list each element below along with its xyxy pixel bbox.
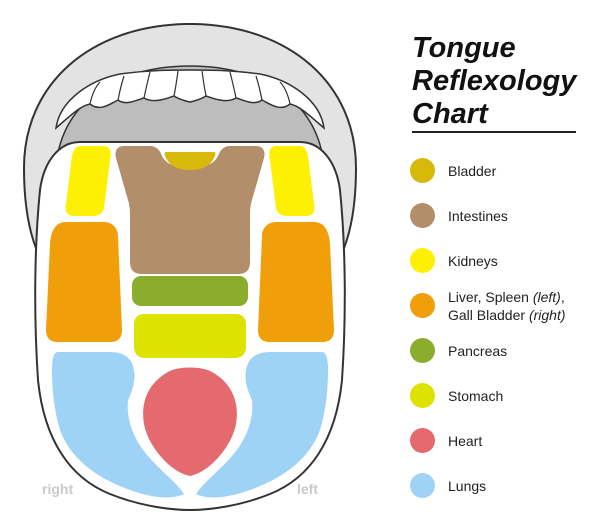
label-right-side: right bbox=[42, 481, 73, 497]
zone-kidney-left bbox=[269, 146, 315, 216]
chart-title: Tongue Reflexology Chart bbox=[412, 32, 582, 131]
chart-title-line2: Reflexology bbox=[412, 65, 577, 97]
legend-item-intestines: Intestines bbox=[410, 195, 600, 235]
zone-kidney-right bbox=[65, 146, 111, 216]
legend-label-heart: Heart bbox=[448, 433, 483, 449]
legend-label-liver-b: (left) bbox=[532, 289, 561, 305]
zone-liver-spleen-left bbox=[258, 222, 334, 342]
legend-label-intestines: Intestines bbox=[448, 208, 508, 224]
legend-swatch-bladder bbox=[410, 158, 435, 183]
zone-bladder bbox=[164, 152, 216, 170]
legend-label-liver-c: , bbox=[560, 289, 565, 305]
legend-swatch-pancreas bbox=[410, 338, 435, 363]
legend-swatch-intestines bbox=[410, 203, 435, 228]
legend-item-bladder: Bladder bbox=[410, 150, 600, 190]
legend-swatch-liver bbox=[410, 293, 435, 318]
chart-title-line3: Chart bbox=[412, 98, 488, 130]
legend-item-liver-spleen-gall-bladder: Liver, Spleen (left), Gall Bladder (righ… bbox=[410, 285, 600, 325]
chart-title-line1: Tongue bbox=[412, 32, 516, 64]
upper-teeth bbox=[54, 69, 326, 130]
zone-intestines bbox=[115, 146, 265, 274]
zone-heart bbox=[143, 367, 237, 476]
legend-item-kidneys: Kidneys bbox=[410, 240, 600, 280]
legend-swatch-heart bbox=[410, 428, 435, 453]
legend-label-gall-a: Gall Bladder bbox=[448, 307, 529, 323]
legend-label-pancreas: Pancreas bbox=[448, 343, 508, 359]
tooth-separators bbox=[89, 70, 291, 105]
legend-label-stomach: Stomach bbox=[448, 388, 504, 404]
legend-item-lungs: Lungs bbox=[410, 465, 600, 505]
legend-label-kidneys: Kidneys bbox=[448, 253, 498, 269]
zone-pancreas bbox=[132, 276, 248, 306]
legend-swatch-kidneys bbox=[410, 248, 435, 273]
legend-label-lungs: Lungs bbox=[448, 478, 487, 494]
legend-item-pancreas: Pancreas bbox=[410, 330, 600, 370]
legend-label-liver-a: Liver, Spleen bbox=[448, 289, 533, 305]
zone-stomach bbox=[134, 314, 246, 358]
zone-gall-bladder-right bbox=[46, 222, 122, 342]
legend-label-bladder: Bladder bbox=[448, 163, 497, 179]
legend-swatch-lungs bbox=[410, 473, 435, 498]
legend-swatch-stomach bbox=[410, 383, 435, 408]
label-left-side: left bbox=[297, 481, 318, 497]
legend-item-stomach: Stomach bbox=[410, 375, 600, 415]
legend-label-liver: Liver, Spleen (left), Gall Bladder (righ… bbox=[448, 288, 566, 324]
zone-lung-right bbox=[52, 352, 184, 498]
zone-lung-left bbox=[196, 352, 328, 498]
legend-item-heart: Heart bbox=[410, 420, 600, 460]
title-divider bbox=[412, 131, 576, 133]
legend-label-gall-b: (right) bbox=[528, 307, 566, 323]
